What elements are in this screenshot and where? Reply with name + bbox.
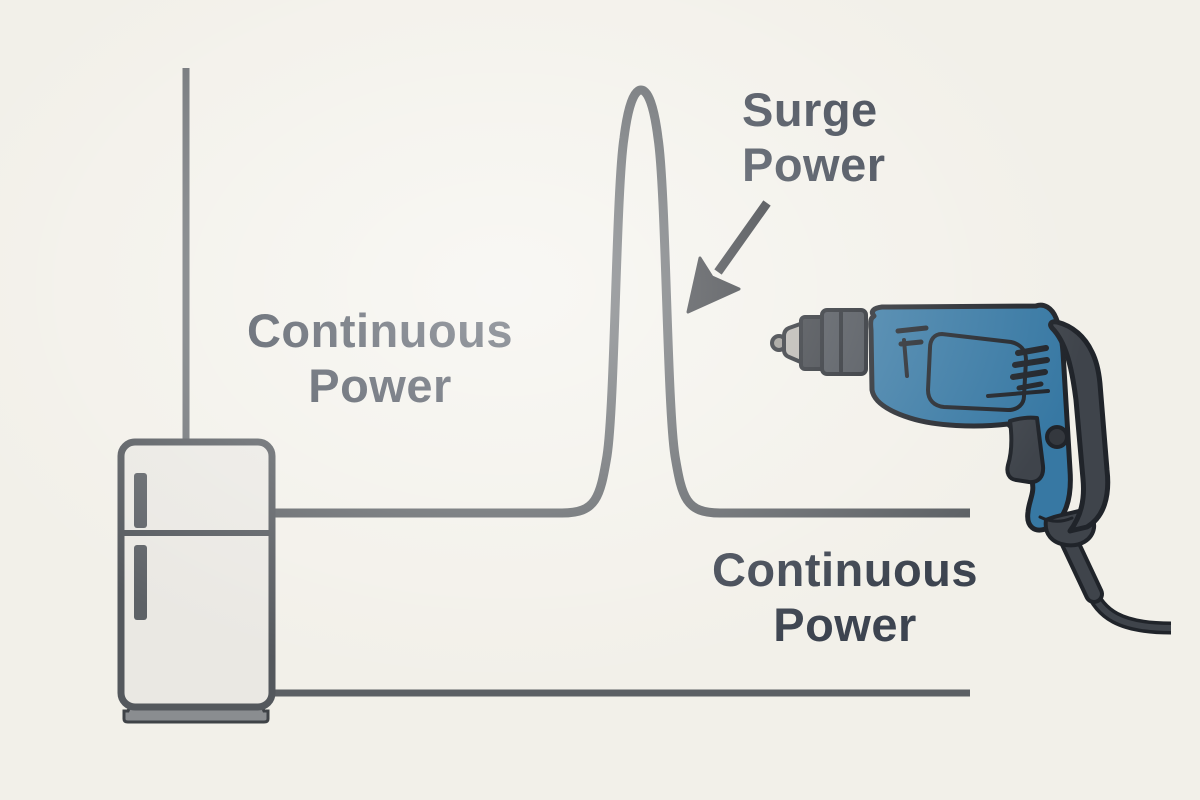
refrigerator-illustration (117, 438, 276, 724)
drill-trigger (1005, 415, 1046, 485)
arrow-shaft (714, 200, 771, 275)
label-continuous-power-bottom: Continuous Power (711, 543, 979, 651)
fridge-body (117, 438, 276, 711)
label-continuous-power-left: Continuous Power (246, 304, 514, 412)
fridge-handle-bottom (134, 545, 147, 620)
power-curve-upper (268, 85, 970, 518)
drill-chuck (820, 308, 868, 376)
surge-arrow (686, 200, 771, 314)
drill-bit-holder (782, 321, 805, 365)
fridge-handle-top (134, 473, 147, 528)
drill-detail-lines (895, 325, 1074, 523)
drill-grip (1048, 319, 1111, 534)
drill-button (1045, 425, 1069, 449)
arrowhead-icon (686, 256, 741, 314)
drill-illustration (770, 302, 1172, 635)
label-surge-power: Surge Power (742, 83, 886, 191)
